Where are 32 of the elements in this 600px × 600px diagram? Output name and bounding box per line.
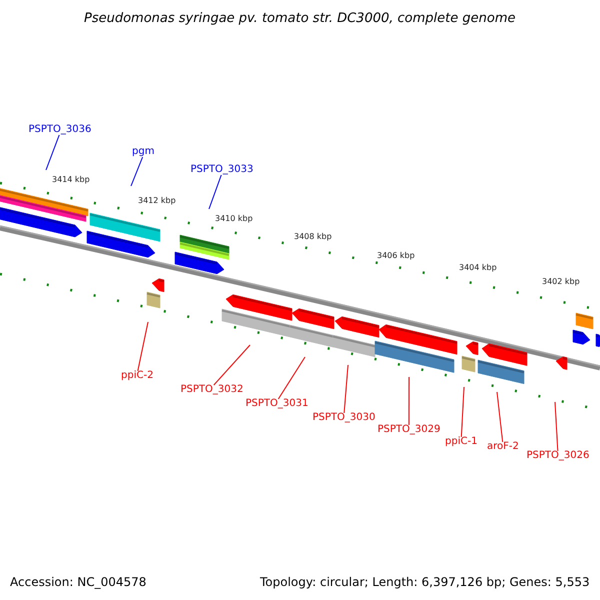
gene-label: pgm [132, 147, 154, 157]
gene-label: PSPTO_3032 [180, 385, 244, 395]
leader-line [278, 356, 306, 400]
leader-line [554, 402, 558, 452]
gene-label: PSPTO_3033 [190, 165, 254, 175]
gene-label: PSPTO_3031 [246, 399, 308, 409]
leader-line [46, 134, 60, 170]
leader-line [213, 344, 250, 386]
leader-line [344, 364, 348, 414]
scale-label: 3402 kbp [542, 278, 580, 286]
scale-label: 3414 kbp [52, 176, 90, 184]
leader-line [496, 392, 504, 442]
genome-info-text: Topology: circular; Length: 6,397,126 bp; Genes: 5,553 [260, 576, 590, 588]
scale-label: 3404 kbp [459, 264, 497, 272]
gene-label: ppiC-2 [121, 371, 154, 381]
gene-label: PSPTO_3029 [378, 425, 440, 435]
leader-line [137, 322, 148, 372]
leader-line [408, 376, 410, 426]
leader-line [460, 386, 464, 438]
diagram-title: Pseudomonas syringae pv. tomato str. DC3000, complete genome [84, 12, 516, 24]
gene-label: PSPTO_3030 [312, 413, 376, 423]
gene-label: ppiC-1 [445, 437, 478, 447]
scale-label: 3408 kbp [294, 233, 332, 241]
gene-label: aroF-2 [487, 442, 519, 452]
scale-label: 3406 kbp [377, 252, 415, 260]
leader-line [208, 174, 222, 210]
leader-line [130, 156, 144, 186]
accession-text: Accession: NC_004578 [10, 576, 146, 588]
scale-label: 3412 kbp [138, 197, 176, 205]
scale-label: 3410 kbp [215, 215, 253, 223]
gene-label: PSPTO_3036 [28, 125, 92, 135]
gene-label: PSPTO_3026 [526, 451, 590, 461]
